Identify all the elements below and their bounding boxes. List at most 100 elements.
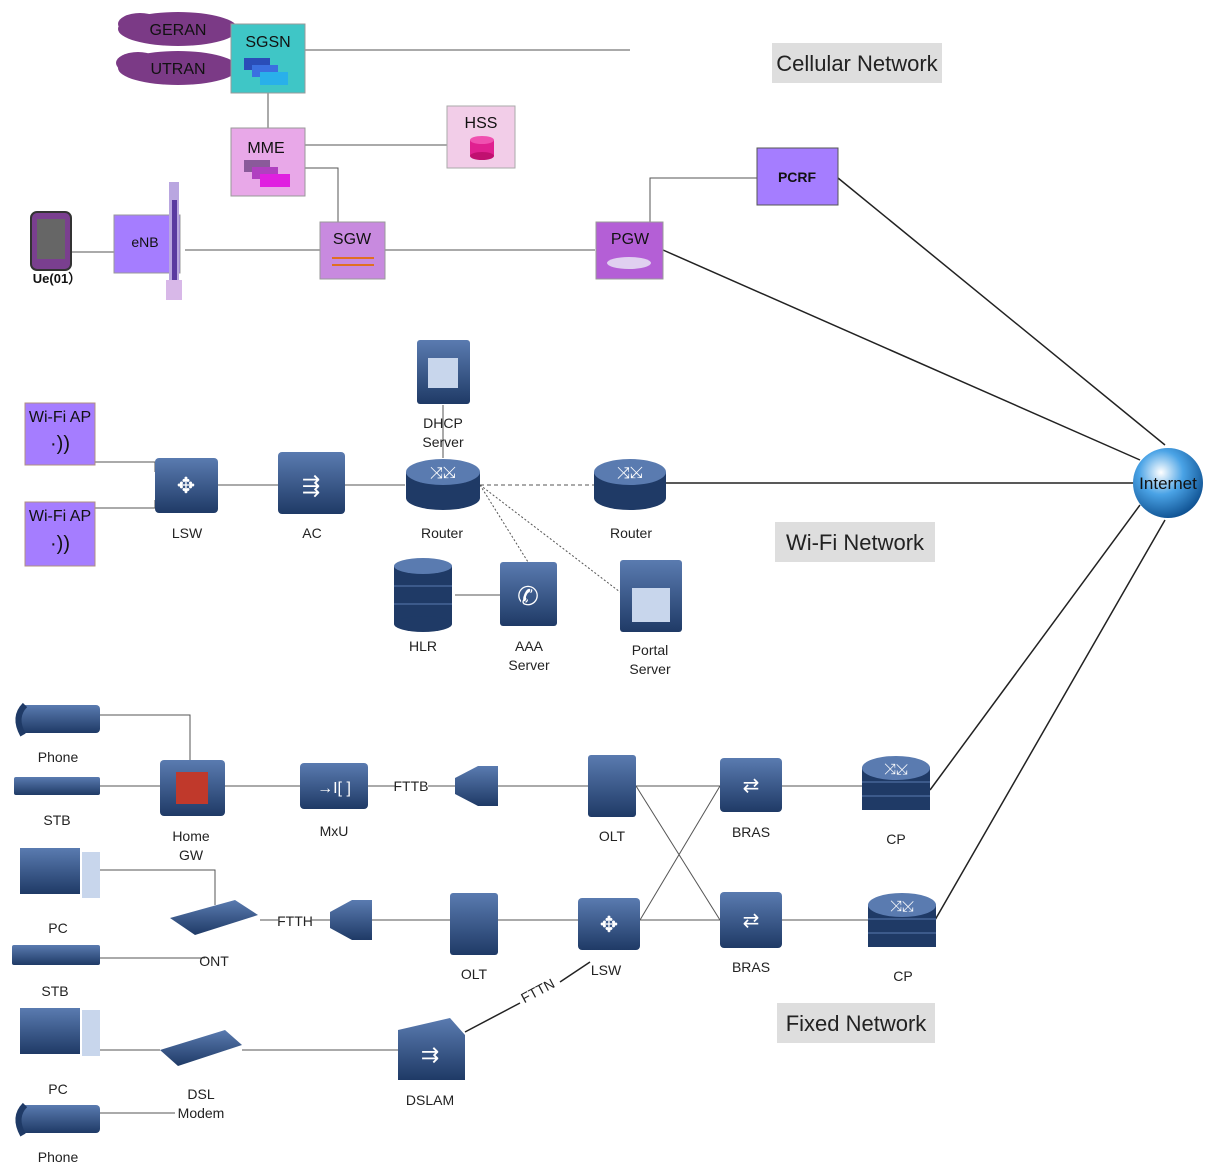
utran-cloud[interactable]: UTRAN [116, 51, 238, 85]
pc-2[interactable]: PC [20, 1008, 100, 1097]
fixed-lsw-label: LSW [591, 962, 622, 978]
geran-cloud[interactable]: GERAN [118, 12, 238, 46]
mxu-device[interactable]: →I[ ] MxU [300, 763, 368, 839]
ont-device[interactable]: ONT [170, 900, 258, 969]
dslam-device[interactable]: ⇉ DSLAM [398, 1018, 465, 1108]
olt-1-label: OLT [599, 828, 626, 844]
portal-label-2: Server [629, 661, 671, 677]
bras-1-label: BRAS [732, 824, 770, 840]
utran-label: UTRAN [150, 61, 205, 78]
wireless-icon: ·)) [50, 533, 70, 555]
wireless-icon: ·)) [50, 433, 70, 455]
phone-2[interactable]: Phone [15, 1102, 100, 1165]
dsl-label-1: DSL [187, 1086, 214, 1102]
hlr-label: HLR [409, 638, 437, 654]
ftth-label: FTTH [277, 913, 313, 929]
controller-icon: ⇶ [302, 473, 320, 498]
splitter-1[interactable] [455, 766, 498, 806]
splitter-2[interactable] [330, 900, 372, 940]
dsl-modem[interactable]: DSL Modem [160, 1030, 242, 1121]
home-gw-label-2: GW [179, 847, 204, 863]
mme-node[interactable]: MME [230, 127, 306, 197]
wifi-ap-1-label: Wi-Fi AP [29, 409, 91, 426]
aaa-server[interactable]: ✆ AAA Server [500, 562, 557, 673]
phone-1[interactable]: Phone [15, 702, 100, 765]
sgw-label: SGW [333, 231, 372, 248]
fttb-label: FTTB [394, 778, 429, 794]
sgsn-node[interactable]: SGSN [230, 23, 306, 94]
stb-2-label: STB [41, 983, 68, 999]
connections [70, 49, 1166, 1114]
stb-1[interactable]: STB [14, 777, 100, 828]
bras-2-label: BRAS [732, 959, 770, 975]
ac-controller[interactable]: ⇶ AC [278, 452, 345, 541]
phone-2-label: Phone [38, 1149, 79, 1165]
pgw-label: PGW [611, 231, 650, 248]
router-icon: ⤨⤩ [430, 465, 456, 482]
wifi-router-1[interactable]: ⤨⤩ Router [406, 459, 480, 541]
dslam-label: DSLAM [406, 1092, 454, 1108]
phone-icon: ✆ [517, 581, 539, 611]
dhcp-label-1: DHCP [423, 415, 463, 431]
wifi-ap-2[interactable]: Wi-Fi AP ·)) [24, 501, 96, 567]
wifi-lsw-switch[interactable]: ✥ LSW [155, 458, 218, 541]
fixed-lsw-switch[interactable]: ✥ LSW [578, 898, 640, 978]
aaa-label-1: AAA [515, 638, 544, 654]
server-stack-icon [244, 160, 290, 187]
enb-node[interactable]: eNB [113, 182, 182, 300]
phone-1-label: Phone [38, 749, 79, 765]
home-gw[interactable]: Home GW [160, 760, 225, 863]
pc-1-label: PC [48, 920, 67, 936]
bras-2[interactable]: ⇄ BRAS [720, 892, 782, 975]
pc-1[interactable]: PC [20, 848, 100, 936]
mxu-label: MxU [320, 823, 349, 839]
cp-2[interactable]: ⤨⤩ CP [868, 893, 936, 984]
cp-1[interactable]: ⤨⤩ CP [862, 756, 930, 847]
aaa-label-2: Server [508, 657, 550, 673]
router-icon: ⤨⤩ [890, 898, 914, 915]
ac-label: AC [302, 525, 321, 541]
sgsn-label: SGSN [245, 34, 290, 51]
switch-icon: ✥ [177, 473, 195, 498]
cp-2-label: CP [893, 968, 912, 984]
antenna-icon [166, 182, 182, 300]
pc-2-label: PC [48, 1081, 67, 1097]
ont-label: ONT [199, 953, 229, 969]
section-wifi: Wi-Fi Network [775, 522, 935, 562]
stb-2[interactable]: STB [12, 945, 100, 999]
portal-label-1: Portal [632, 642, 669, 658]
section-fixed: Fixed Network [777, 1003, 935, 1043]
ue-label: Ue(01） [33, 271, 81, 286]
dhcp-label-2: Server [422, 434, 464, 450]
server-stack-icon [244, 58, 288, 85]
switch-icon: ✥ [600, 912, 618, 937]
section-fixed-label: Fixed Network [786, 1011, 928, 1036]
wifi-ap-1[interactable]: Wi-Fi AP ·)) [24, 402, 96, 466]
bras-icon: ⇄ [743, 910, 760, 932]
olt-2[interactable]: OLT [450, 893, 498, 982]
internet-globe[interactable]: Internet [1133, 448, 1203, 518]
wifi-router-2[interactable]: ⤨⤩ Router [594, 459, 666, 541]
pgw-node[interactable]: PGW [595, 221, 664, 280]
section-cellular: Cellular Network [772, 43, 942, 83]
hlr-database[interactable]: HLR [394, 558, 452, 654]
hss-node[interactable]: HSS [446, 105, 516, 169]
enb-label: eNB [131, 234, 158, 250]
bras-1[interactable]: ⇄ BRAS [720, 758, 782, 840]
portal-server[interactable]: Portal Server [620, 560, 682, 677]
sgw-node[interactable]: SGW [319, 221, 386, 280]
wifi-router-2-label: Router [610, 525, 652, 541]
router-icon: ⤨⤩ [884, 761, 908, 778]
olt-1[interactable]: OLT [588, 755, 636, 844]
dhcp-server[interactable]: DHCP Server [417, 340, 470, 450]
hss-label: HSS [465, 115, 498, 132]
ue-device[interactable]: Ue(01） [30, 211, 81, 286]
wifi-router-1-label: Router [421, 525, 463, 541]
pcrf-node[interactable]: PCRF [756, 147, 839, 206]
cp-1-label: CP [886, 831, 905, 847]
pcrf-label: PCRF [778, 169, 817, 185]
dsl-label-2: Modem [178, 1105, 225, 1121]
wifi-ap-2-label: Wi-Fi AP [29, 508, 91, 525]
section-wifi-label: Wi-Fi Network [786, 530, 925, 555]
mme-label: MME [247, 140, 284, 157]
